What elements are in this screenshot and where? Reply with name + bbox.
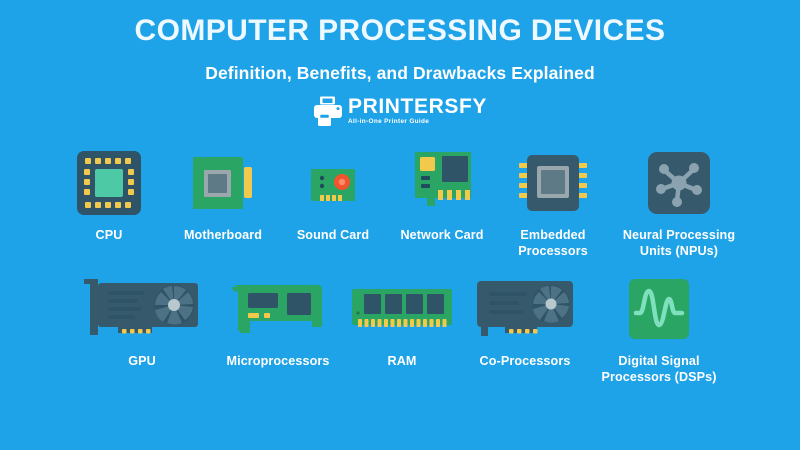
brand-tagline: All-in-One Printer Guide bbox=[347, 118, 430, 126]
motherboard-icon bbox=[193, 157, 252, 209]
brand-text: PRINTERSFY All-in-One Printer Guide bbox=[348, 96, 487, 125]
page-title: COMPUTER PROCESSING DEVICES bbox=[134, 14, 666, 47]
device-cell-network-card: Network Card bbox=[387, 146, 497, 244]
device-label: Digital Signal Processors (DSPs) bbox=[601, 354, 717, 385]
device-label: Embedded Processors bbox=[518, 228, 588, 258]
device-label: Microprocessors bbox=[226, 354, 330, 369]
icon-box bbox=[406, 146, 478, 220]
device-label: RAM bbox=[387, 354, 417, 369]
device-cell-gpu: GPU bbox=[71, 272, 213, 370]
device-cell-npu: Neural Processing Units (NPUs) bbox=[609, 146, 749, 259]
device-cell-sound-card: Sound Card bbox=[279, 146, 387, 244]
network-card-icon bbox=[415, 152, 471, 206]
device-cell-embedded-processors: Embedded Processors bbox=[497, 146, 609, 259]
icon-box bbox=[80, 272, 204, 346]
device-label: Co-Processors bbox=[479, 354, 571, 369]
icon-box bbox=[517, 146, 589, 220]
brand-logo: PRINTERSFY All-in-One Printer Guide bbox=[0, 95, 800, 127]
printer-icon bbox=[313, 96, 342, 126]
gpu-icon bbox=[84, 279, 198, 336]
microprocessor-icon bbox=[231, 285, 322, 334]
icon-box bbox=[230, 272, 326, 346]
page-subtitle: Definition, Benefits, and Drawbacks Expl… bbox=[205, 63, 595, 83]
device-label: Neural Processing Units (NPUs) bbox=[622, 228, 736, 258]
device-label: CPU bbox=[95, 228, 123, 242]
device-row-2: GPU Microprocessors bbox=[0, 272, 800, 385]
coprocessor-icon bbox=[477, 281, 573, 337]
device-label: Network Card bbox=[400, 228, 484, 242]
device-cell-microprocessors: Microprocessors bbox=[213, 272, 343, 370]
brand-name: PRINTERSFY bbox=[347, 95, 487, 119]
icon-box bbox=[301, 146, 365, 220]
neural-network-icon bbox=[648, 152, 710, 214]
icon-box bbox=[646, 146, 712, 220]
device-cell-cpu: CPU bbox=[51, 146, 167, 244]
icon-box bbox=[350, 272, 454, 346]
icon-box bbox=[74, 146, 144, 220]
device-cell-ram: RAM bbox=[343, 272, 461, 370]
header: COMPUTER PROCESSING DEVICES Definition, … bbox=[0, 0, 800, 127]
embedded-processor-icon bbox=[519, 155, 587, 211]
icon-box bbox=[189, 146, 257, 220]
device-row-1: CPU Motherboard bbox=[0, 146, 800, 259]
icon-box bbox=[469, 272, 581, 346]
device-label: Motherboard bbox=[183, 228, 263, 242]
dsp-waveform-icon bbox=[629, 279, 689, 340]
device-label: GPU bbox=[128, 354, 156, 369]
device-cell-motherboard: Motherboard bbox=[167, 146, 279, 244]
ram-icon bbox=[352, 289, 452, 328]
device-label: Sound Card bbox=[296, 228, 370, 242]
device-cell-coprocessors: Co-Processors bbox=[461, 272, 589, 370]
sound-card-icon bbox=[311, 169, 355, 201]
cpu-icon bbox=[77, 151, 141, 215]
device-cell-dsp: Digital Signal Processors (DSPs) bbox=[589, 272, 729, 385]
icon-box bbox=[627, 272, 691, 346]
